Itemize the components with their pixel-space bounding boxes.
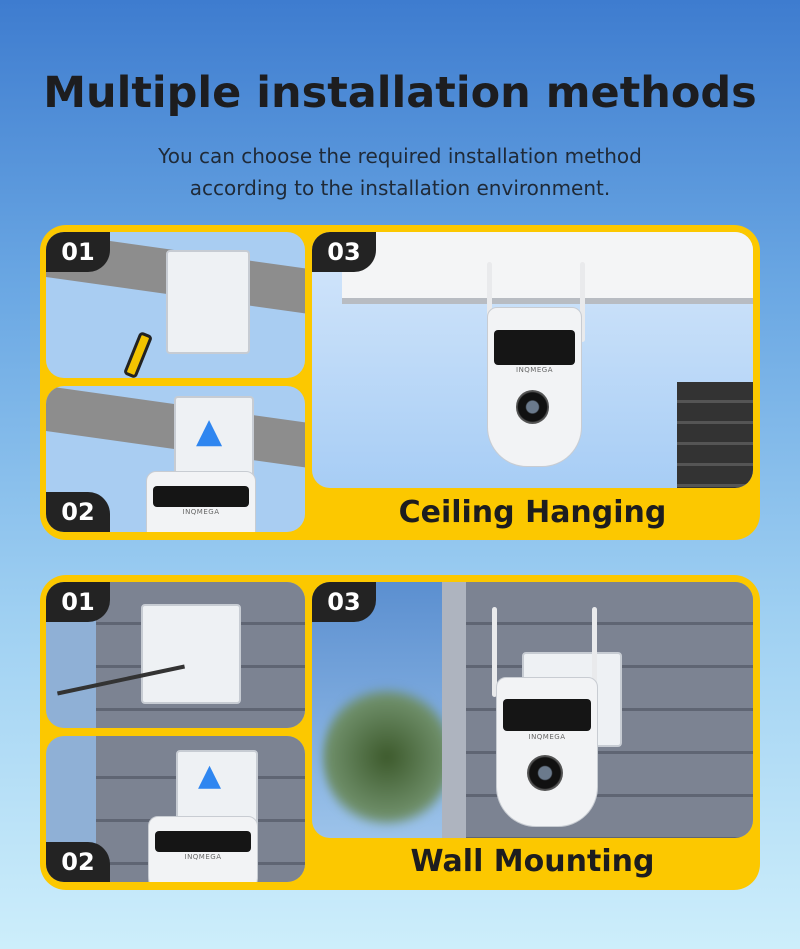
bracket-image [166, 250, 250, 354]
step-01-image: 01 [46, 582, 305, 728]
camera-brand-text: INQMEGA [516, 366, 553, 375]
camera-brand-text: INQMEGA [182, 508, 220, 517]
step-03-image: INQMEGA 03 [312, 582, 753, 838]
step-01-image: 01 [46, 232, 305, 378]
step-02-image: ▲ INQMEGA 02 [46, 386, 305, 532]
wall-mounting-section: 01 ▲ INQMEGA 02 INQMEGA 03 Wall Mounting [40, 575, 760, 890]
subtitle-line: according to the installation environmen… [189, 176, 611, 200]
step-badge: 01 [46, 582, 110, 622]
section-label: Ceiling Hanging [398, 495, 667, 530]
step-03-image: INQMEGA 03 [312, 232, 753, 488]
step-badge: 03 [312, 582, 376, 622]
step-badge: 02 [46, 492, 110, 532]
camera-brand-text: INQMEGA [528, 732, 566, 741]
camera-brand-text: INQMEGA [184, 853, 222, 862]
step-02-image: ▲ INQMEGA 02 [46, 736, 305, 882]
camera-image: INQMEGA [148, 816, 258, 882]
screwdriver-icon [122, 331, 154, 378]
camera-image: INQMEGA [496, 677, 598, 827]
page-title: Multiple installation methods [43, 68, 757, 118]
step-badge: 03 [312, 232, 376, 272]
subtitle: You can choose the required installation… [0, 140, 800, 204]
step-badge: 01 [46, 232, 110, 272]
camera-image: INQMEGA [146, 471, 256, 532]
section-label: Wall Mounting [410, 844, 655, 879]
subtitle-line: You can choose the required installation… [158, 144, 642, 168]
camera-image: INQMEGA [487, 307, 582, 467]
step-badge: 02 [46, 842, 110, 882]
arrow-up-icon: ▲ [196, 411, 223, 451]
arrow-up-icon: ▲ [198, 758, 222, 793]
bracket-image [141, 604, 241, 704]
ceiling-hanging-section: 01 ▲ INQMEGA 02 INQMEGA 03 Ceiling Hangi… [40, 225, 760, 540]
